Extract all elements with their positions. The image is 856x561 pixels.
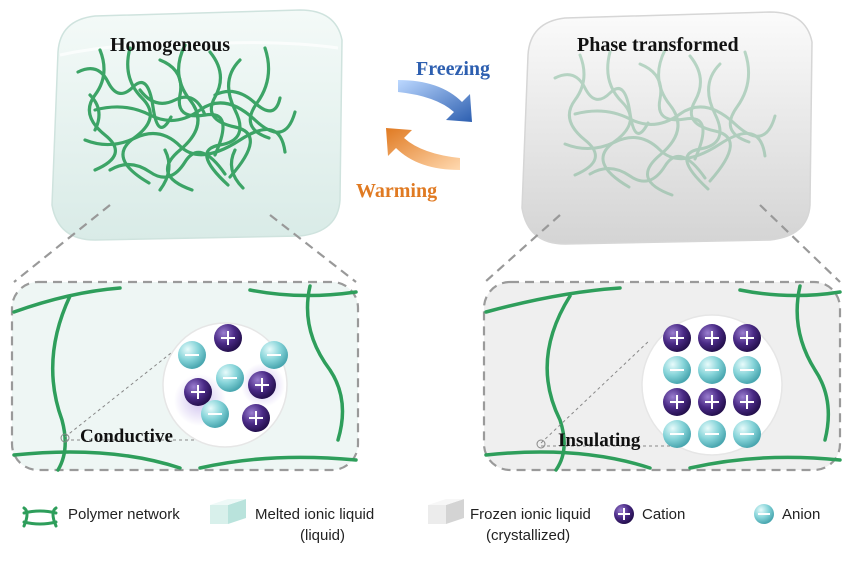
anion-ion [178,341,206,369]
anion-ion [733,420,761,448]
legend-anion: Anion [782,506,821,523]
homogeneous-gel-block [51,9,343,241]
anion-ion [698,356,726,384]
cation-ion [214,324,242,352]
legend-icons [22,499,774,528]
cation-ion [733,388,761,416]
conductive-zoom-panel [10,280,360,472]
freezing-label: Freezing [416,58,491,80]
anion-ion [201,400,229,428]
conductive-label: Conductive [80,426,173,447]
anion-legend-icon [754,504,774,524]
insulating-ion-lattice [663,324,761,448]
legend-melted-line1: Melted ionic liquid [255,506,375,523]
freezing-arrow [398,80,472,122]
cation-ion [663,324,691,352]
legend-polymer-network: Polymer network [68,506,180,523]
cation-ion [698,388,726,416]
legend-melted-line2: (liquid) [300,527,346,544]
cation-ion [733,324,761,352]
legend-frozen-line1: Frozen ionic liquid [470,506,591,523]
cation-ion [242,404,270,432]
anion-ion [663,420,691,448]
zoom-guides [13,204,841,283]
cation-ion [184,378,212,406]
polymer-network-icon [22,506,58,528]
polymer-network-strands-faded [553,48,777,197]
anion-ion [260,341,288,369]
cation-ion [698,324,726,352]
insulating-zoom-panel [482,280,842,472]
cation-legend-icon [614,504,634,524]
warming-label: Warming [356,180,438,202]
homogeneous-title: Homogeneous [110,34,230,56]
anion-ion [216,364,244,392]
cation-ion [248,371,276,399]
melted-ionic-liquid-icon [210,499,246,524]
polymer-network-strands [76,43,297,192]
conductive-ions [178,324,288,432]
insulating-label: Insulating [558,430,641,451]
anion-ion [698,420,726,448]
anion-ion [663,356,691,384]
frozen-ionic-liquid-icon [428,499,464,524]
warming-arrow [386,128,460,170]
phase-transformed-gel-block [521,11,813,245]
legend-frozen-line2: (crystallized) [486,527,571,544]
legend-cation: Cation [642,506,686,523]
phase-transformed-title: Phase transformed [577,34,739,56]
anion-ion [733,356,761,384]
cation-ion [663,388,691,416]
